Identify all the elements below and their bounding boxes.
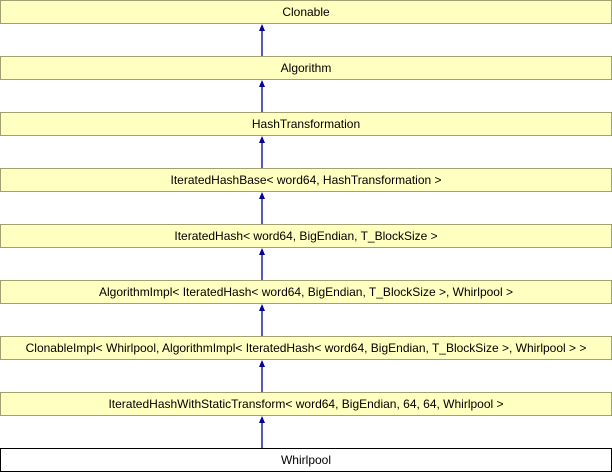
arrowhead-icon bbox=[259, 360, 265, 367]
class-node[interactable]: HashTransformation bbox=[0, 112, 612, 136]
class-node[interactable]: AlgorithmImpl< IteratedHash< word64, Big… bbox=[0, 280, 612, 304]
class-node[interactable]: Clonable bbox=[0, 0, 612, 24]
arrowhead-icon bbox=[259, 24, 265, 31]
class-node[interactable]: ClonableImpl< Whirlpool, AlgorithmImpl< … bbox=[0, 336, 612, 360]
arrowhead-icon bbox=[259, 304, 265, 311]
arrowhead-icon bbox=[259, 136, 265, 143]
class-node[interactable]: Algorithm bbox=[0, 56, 612, 80]
current-class-node: Whirlpool bbox=[0, 448, 612, 472]
arrowhead-icon bbox=[259, 416, 265, 423]
arrowhead-icon bbox=[259, 248, 265, 255]
class-node[interactable]: IteratedHashBase< word64, HashTransforma… bbox=[0, 168, 612, 192]
class-node[interactable]: IteratedHash< word64, BigEndian, T_Block… bbox=[0, 224, 612, 248]
arrowhead-icon bbox=[259, 192, 265, 199]
arrowhead-icon bbox=[259, 80, 265, 87]
class-node[interactable]: IteratedHashWithStaticTransform< word64,… bbox=[0, 392, 612, 416]
